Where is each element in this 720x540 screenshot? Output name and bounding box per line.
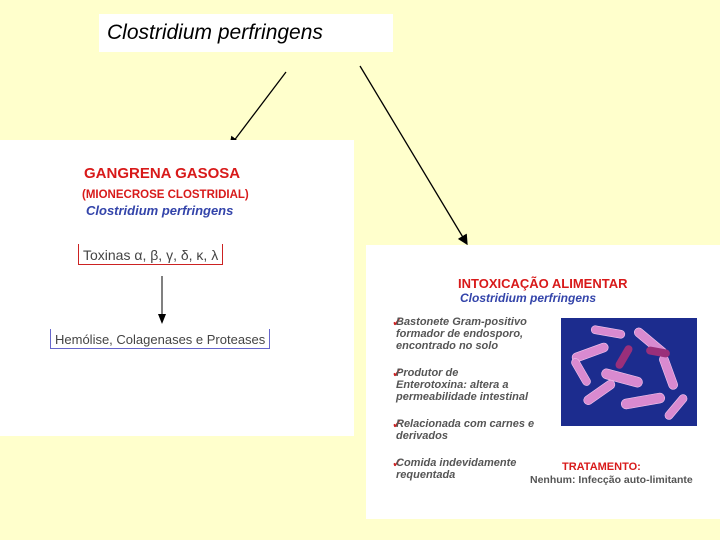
arrow-to-gangrena [229, 71, 287, 148]
toxins-box: Toxinas α, β, γ, δ, κ, λ [78, 244, 224, 265]
bullet-item: Produtor de Enterotoxina: altera a perme… [396, 367, 529, 403]
bacteria-image [561, 318, 697, 426]
intoxicacao-panel: INTOXICAÇÃO ALIMENTAR Clostridium perfri… [366, 245, 720, 519]
check-icon: ✓ [392, 315, 403, 329]
effects-box: Hemólise, Colagenases e Proteases [50, 329, 271, 349]
toxins-text: Toxinas α, β, γ, δ, κ, λ [83, 247, 219, 263]
gangrena-panel: GANGRENA GASOSA (MIONECROSE CLOSTRIDIAL)… [0, 140, 354, 436]
bullet-item: Bastonete Gram-positivo formador de endo… [396, 316, 527, 352]
check-icon: ✓ [392, 417, 403, 431]
check-icon: ✓ [392, 366, 403, 380]
gangrena-heading: GANGRENA GASOSA [84, 165, 241, 182]
bacteria-micrograph [561, 318, 697, 426]
down-arrow [158, 276, 166, 324]
effects-text: Hemólise, Colagenases e Proteases [55, 332, 266, 347]
gangrena-subheading: (MIONECROSE CLOSTRIDIAL) [82, 189, 249, 201]
gangrena-organism: Clostridium perfringens [86, 203, 234, 218]
slide-title-box: Clostridium perfringens [99, 14, 393, 52]
bullet-item: Comida indevidamente requentada [396, 457, 517, 481]
bullet-item: Relacionada com carnes e derivados [396, 418, 535, 442]
treatment-text: Nenhum: Infecção auto-limitante [530, 474, 693, 486]
intoxicacao-organism: Clostridium perfringens [460, 291, 597, 305]
slide-title: Clostridium perfringens [107, 21, 323, 44]
check-icon: ✓ [392, 456, 403, 470]
arrow-to-intoxicacao [359, 65, 468, 246]
treatment-label: TRATAMENTO: [562, 461, 641, 473]
intoxicacao-heading: INTOXICAÇÃO ALIMENTAR [458, 276, 628, 291]
